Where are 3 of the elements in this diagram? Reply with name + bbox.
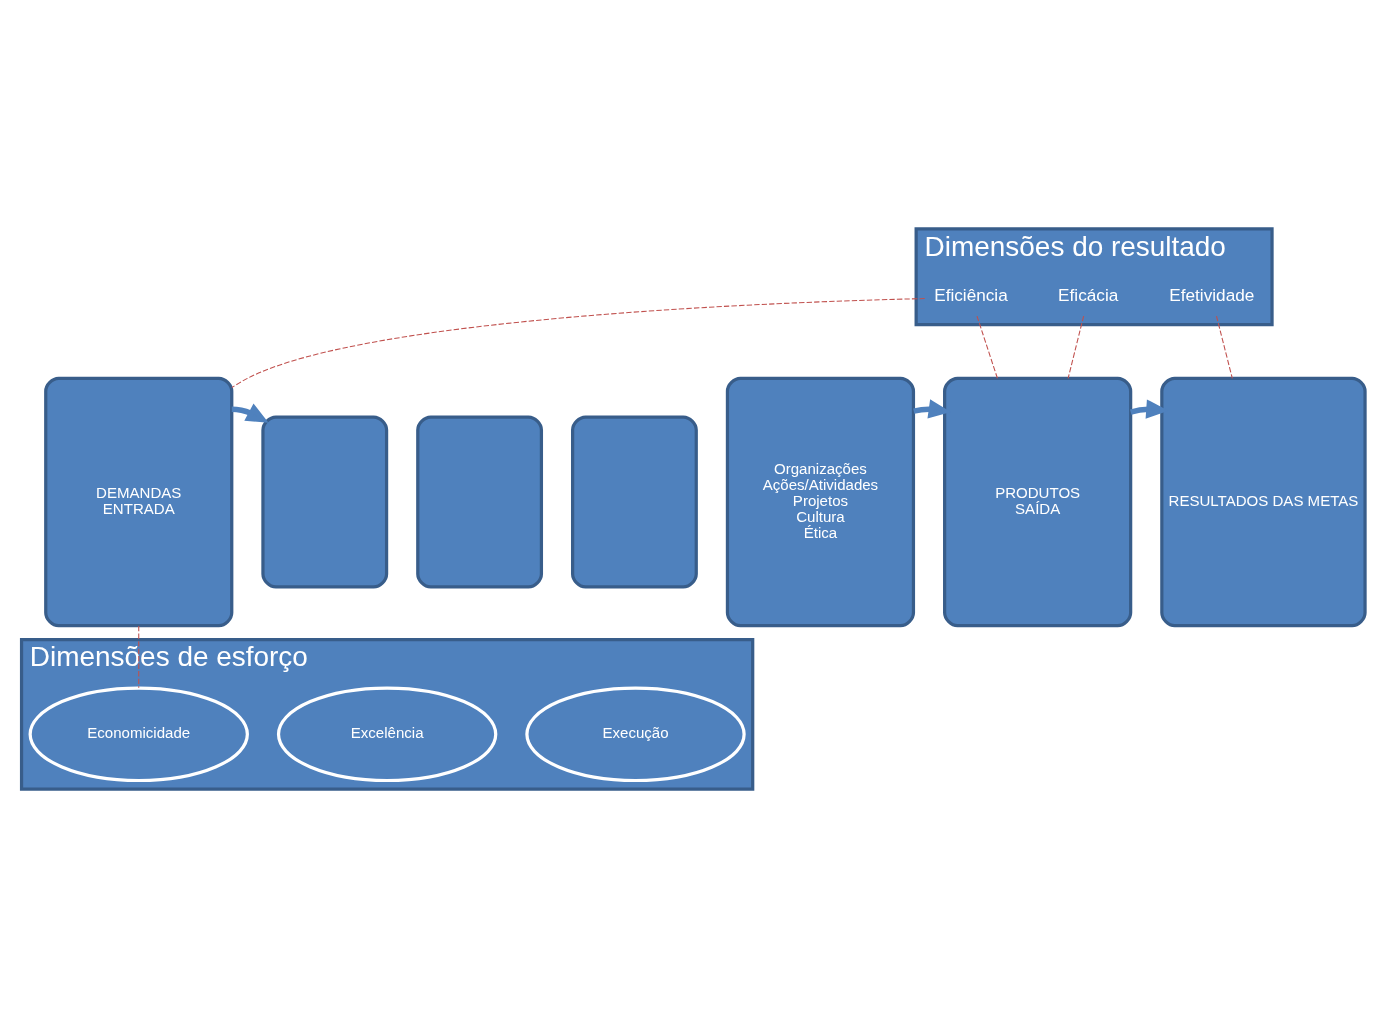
node-text: Efetividade xyxy=(1169,284,1255,305)
node-text: Eficácia xyxy=(1058,284,1119,305)
node-text: Eficiência xyxy=(934,284,1008,305)
